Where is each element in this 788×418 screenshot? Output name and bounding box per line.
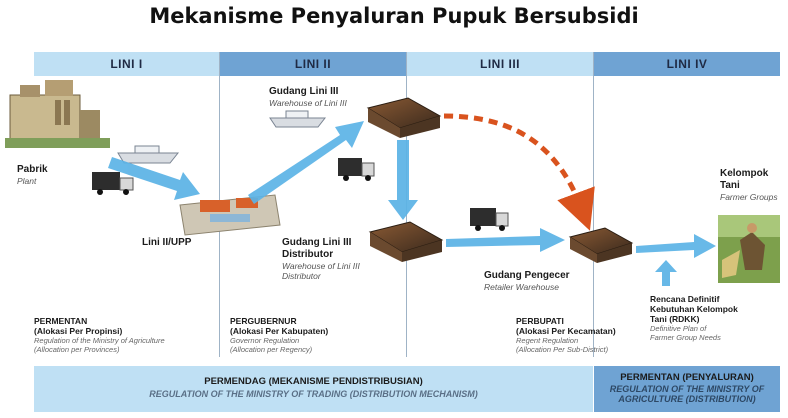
truck-icon (92, 172, 134, 195)
reg-permentan-s1: Regulation of the Ministry of Agricultur… (34, 336, 165, 345)
arrow-pabrik-upp (108, 157, 200, 200)
arrow-pengecer-farmer (636, 234, 716, 258)
node-gudang3: Gudang Lini III Warehouse of Lini III (269, 86, 347, 108)
node-distributor-name-2: Distributor (282, 249, 334, 260)
reg-permentan-h1: PERMENTAN (34, 316, 88, 326)
warehouse-icon (368, 221, 444, 262)
arrow-rdkk-up (655, 260, 677, 286)
reg-pergubernur-h1: PERGUBERNUR (230, 316, 297, 326)
footer-permentan-heading: PERMENTAN (PENYALURAN) (620, 372, 754, 383)
ship-icon (269, 110, 327, 128)
reg-permentan-s2: (Allocation per Provinces) (34, 345, 120, 354)
footer-permendag-heading: PERMENDAG (MEKANISME PENDISTRIBUSIAN) (204, 376, 423, 387)
reg-perbupati: PERBUPATI (Alokasi Per Kecamatan) Regent… (516, 316, 616, 354)
node-pabrik-name: Pabrik (17, 164, 48, 175)
truck-icon (338, 158, 375, 181)
node-pabrik-sub: Plant (17, 176, 37, 186)
arrow-upp-gudang3 (248, 121, 364, 204)
reg-perbupati-h2: (Alokasi Per Kecamatan) (516, 326, 616, 336)
node-pengecer: Gudang Pengecer Retailer Warehouse (484, 270, 570, 292)
node-pengecer-name: Gudang Pengecer (484, 270, 570, 281)
footer-permentan-sub-2: AGRICULTURE (DISTRIBUTION) (618, 394, 756, 404)
reg-permentan: PERMENTAN (Alokasi Per Propinsi) Regulat… (34, 316, 165, 354)
footer-permendag-sub: REGULATION OF THE MINISTRY OF TRADING (D… (149, 389, 478, 399)
reg-perbupati-s2: (Allocation Per Sub-District) (516, 345, 609, 354)
factory-icon (5, 80, 110, 148)
node-gudang3-distributor: Gudang Lini III Distributor Warehouse of… (282, 237, 360, 281)
reg-rdkk-h2: Kebutuhan Kelompok (650, 304, 738, 314)
node-distributor-sub-1: Warehouse of Lini III (282, 261, 360, 271)
node-gudang3-name: Gudang Lini III (269, 86, 339, 97)
band-lini-2: LINI II (220, 52, 406, 76)
reg-rdkk-s1: Definitive Plan of (650, 324, 707, 333)
arrow-gudang3-pengecer-direct (443, 113, 595, 231)
reg-rdkk-h1: Rencana Definitif (650, 294, 720, 304)
footer-permentan: PERMENTAN (PENYALURAN) REGULATION OF THE… (594, 366, 780, 412)
reg-rdkk-s2: Farmer Group Needs (650, 333, 721, 342)
reg-rdkk: Rencana Definitif Kebutuhan Kelompok Tan… (650, 294, 738, 342)
port-icon (179, 194, 281, 236)
node-kelompok-name-2: Tani (720, 180, 740, 191)
node-pabrik: Pabrik Plant (17, 164, 48, 186)
arrow-distributor-pengecer (446, 228, 565, 252)
reg-pergubernur-h2: (Alokasi Per Kabupaten) (230, 326, 329, 336)
node-upp-name: Lini II/UPP (142, 237, 192, 248)
reg-perbupati-s1: Regent Regulation (516, 336, 579, 345)
blue-arrows (108, 121, 716, 286)
reg-rdkk-h3: Tani (RDKK) (650, 314, 700, 324)
footer-permendag: PERMENDAG (MEKANISME PENDISTRIBUSIAN) RE… (34, 366, 593, 412)
node-kelompok: Kelompok Tani Farmer Groups (720, 168, 778, 202)
footer-permentan-sub-1: REGULATION OF THE MINISTRY OF (609, 384, 765, 394)
band-lini-3: LINI III (407, 52, 593, 76)
band-lini-4: LINI IV (594, 52, 780, 76)
reg-pergubernur-s1: Governor Regulation (230, 336, 300, 345)
node-gudang3-sub: Warehouse of Lini III (269, 98, 347, 108)
ship-icon (117, 145, 180, 164)
page-title: Mekanisme Penyaluran Pupuk Bersubsidi (149, 4, 639, 28)
truck-icon (470, 208, 509, 231)
reg-pergubernur: PERGUBERNUR (Alokasi Per Kabupaten) Gove… (230, 316, 328, 354)
reg-perbupati-h1: PERBUPATI (516, 316, 564, 326)
warehouse-icon (366, 97, 442, 138)
node-kelompok-sub: Farmer Groups (720, 192, 778, 202)
reg-pergubernur-s2: (Allocation per Regency) (230, 345, 313, 354)
arrow-gudang3-distributor (388, 140, 418, 220)
node-distributor-sub-2: Distributor (282, 271, 321, 281)
farmer-photo-icon (718, 215, 780, 283)
node-pengecer-sub: Retailer Warehouse (484, 282, 559, 292)
node-kelompok-name-1: Kelompok (720, 168, 769, 179)
band-lini-1: LINI I (34, 52, 219, 76)
reg-permentan-h2: (Alokasi Per Propinsi) (34, 326, 123, 336)
warehouse-icon (568, 227, 634, 263)
node-distributor-name-1: Gudang Lini III (282, 237, 352, 248)
